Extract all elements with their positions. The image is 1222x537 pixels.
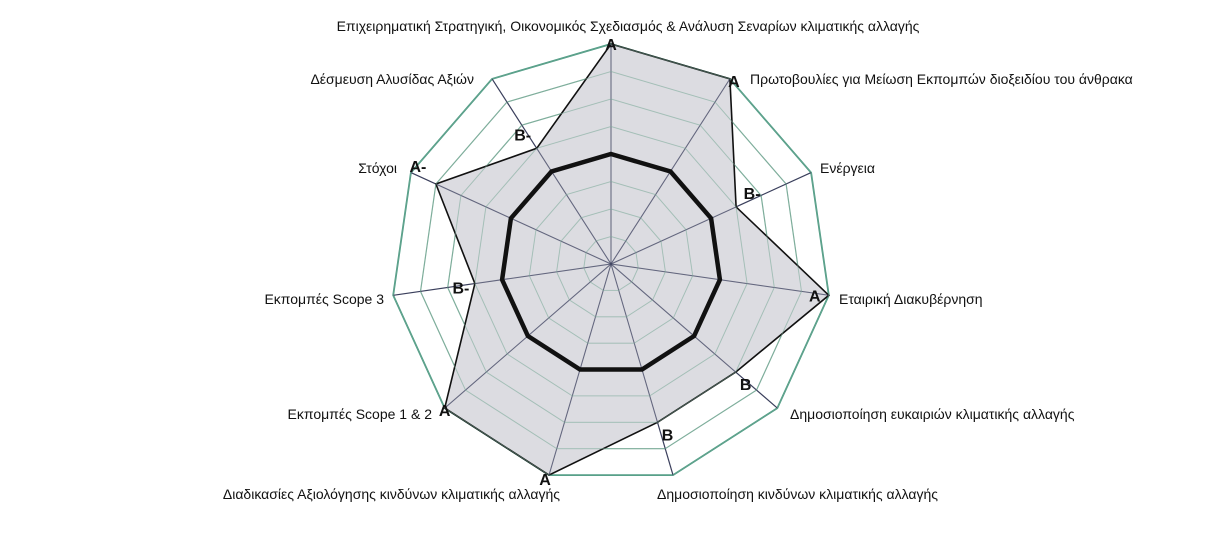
axis-label-2: Πρωτοβουλίες για Μείωση Εκπομπών διοξειδ… (750, 71, 1133, 87)
score-area (434, 43, 831, 477)
axis-spoke-inner-10 (435, 183, 612, 265)
grade-label-7: A (539, 472, 551, 489)
axis-label-5: Δημοσιοποίηση ευκαιριών κλιματικής αλλαγ… (790, 406, 1075, 422)
grid-ring-overlay-8 (392, 43, 830, 476)
axis-label-6: Δημοσιοποίηση κινδύνων κλιματικής αλλαγή… (657, 486, 938, 502)
axis-label-11: Δέσμευση Αλυσίδας Αξιών (310, 71, 474, 87)
grid-ring-overlay-2 (556, 208, 666, 318)
axis-label-8: Εκπομπές Scope 1 & 2 (288, 406, 433, 422)
grade-label-3: B- (744, 186, 761, 203)
axis-label-10: Στόχοι (358, 160, 397, 176)
axis-label-3: Ενέργεια (820, 160, 875, 176)
label-layer: Επιχειρηματική Στρατηγική, Οικονομικός Σ… (223, 18, 1133, 502)
axis-label-7: Διαδικασίες Αξιολόγησης κινδύνων κλιματι… (223, 486, 560, 502)
grade-label-2: A (728, 74, 740, 91)
grade-label-6: B (662, 427, 674, 444)
axis-spoke-inner-11 (536, 148, 612, 265)
series-layer (392, 43, 831, 477)
grid-ring-overlay-3 (528, 181, 694, 344)
grade-label-5: B (740, 377, 752, 394)
axis-label-4: Εταιρική Διακυβέρνηση (839, 291, 983, 307)
average-layer (499, 151, 723, 372)
axis-label-1: Επιχειρηματική Στρατηγική, Οικονομικός Σ… (337, 18, 920, 34)
axis-spoke-inner-3 (610, 206, 737, 265)
grid-ring-overlay-6 (447, 98, 775, 423)
grid-ring-overlay-5 (474, 126, 748, 397)
grade-label-11: B- (514, 127, 531, 144)
grade-label-8: A (439, 403, 451, 420)
average-ring (499, 151, 723, 372)
grade-label-1: A (605, 37, 617, 54)
grade-label-9: B- (452, 281, 469, 298)
axis-spoke-inner-9 (474, 263, 612, 285)
grid-ring-overlay-7 (420, 71, 802, 450)
grade-label-4: A (809, 288, 821, 305)
axis-label-9: Εκπομπές Scope 3 (264, 291, 384, 307)
grid-ring-overlay-1 (583, 236, 639, 291)
grade-label-10: A- (409, 159, 426, 176)
